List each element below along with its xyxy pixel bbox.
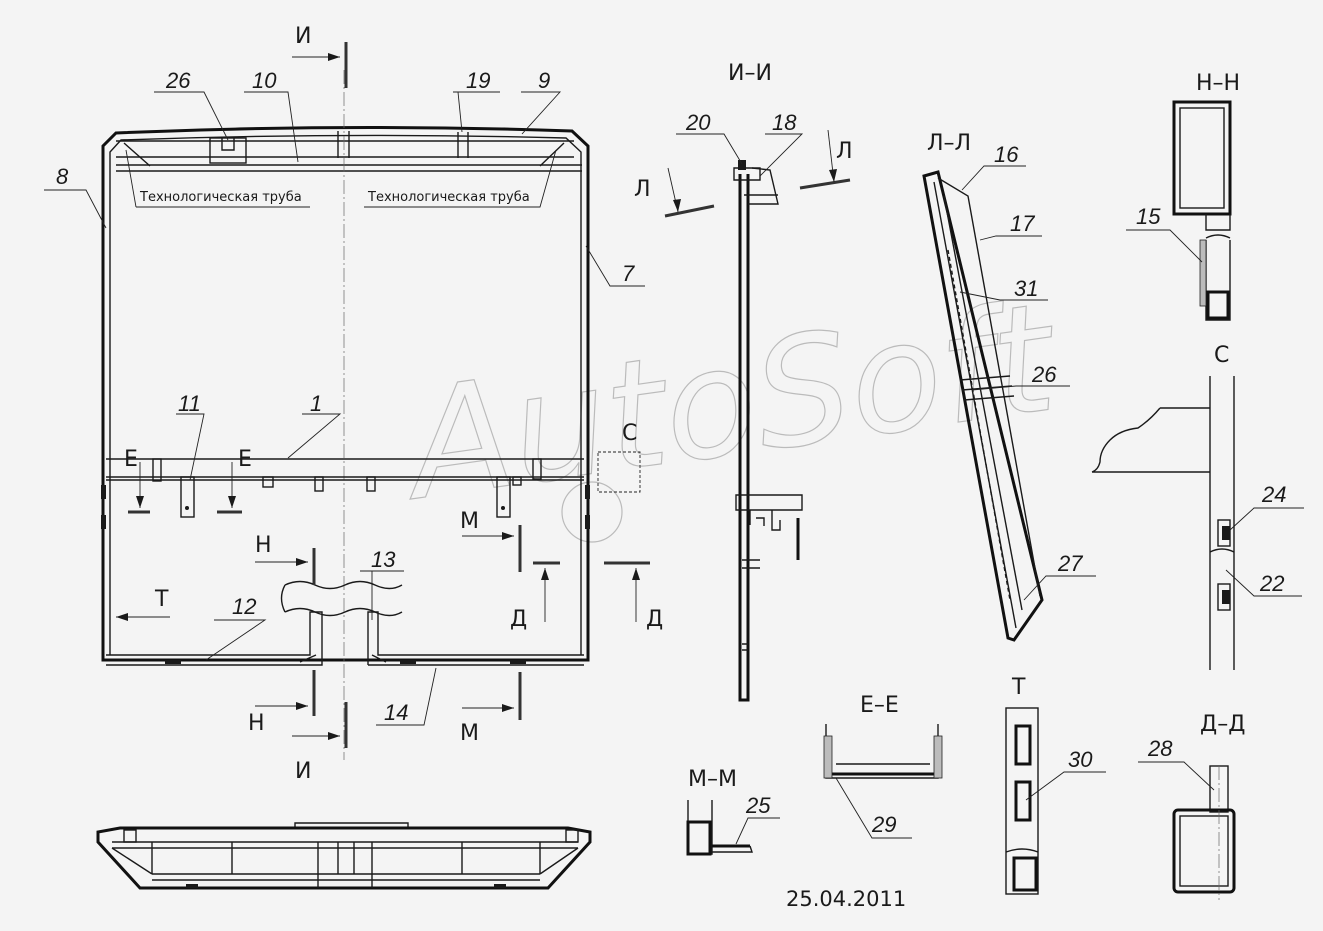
cut-L-left: Л bbox=[634, 177, 651, 202]
cut-N-bottom: Н bbox=[248, 711, 265, 736]
callout-20: 20 bbox=[685, 110, 711, 135]
cut-D-left: Д bbox=[510, 607, 527, 632]
cut-E-right: Е bbox=[238, 447, 252, 472]
section-L-L: Л–Л 16 17 31 26 27 bbox=[922, 131, 1096, 642]
detail-C-label: С bbox=[622, 421, 637, 446]
callout-22: 22 bbox=[1259, 571, 1284, 596]
cut-N-top: Н bbox=[255, 533, 272, 558]
section-D-D-title: Д–Д bbox=[1200, 712, 1245, 737]
cut-E-left: Е bbox=[124, 447, 138, 472]
callout-11: 11 bbox=[178, 391, 201, 416]
callout-13: 13 bbox=[371, 547, 396, 572]
section-I-I-title: И–И bbox=[728, 61, 772, 86]
cut-I-bottom: И bbox=[295, 759, 311, 784]
callout-26b: 26 bbox=[1031, 362, 1057, 387]
view-I bbox=[96, 822, 592, 890]
callout-30: 30 bbox=[1068, 747, 1093, 772]
cut-D-right: Д bbox=[646, 607, 663, 632]
section-M-M-title: М–М bbox=[688, 767, 737, 792]
callout-18: 18 bbox=[772, 110, 797, 135]
cut-M-bottom: М bbox=[460, 721, 479, 746]
callout-12: 12 bbox=[232, 594, 256, 619]
callout-8: 8 bbox=[56, 164, 69, 189]
callout-1: 1 bbox=[310, 391, 322, 416]
callout-10: 10 bbox=[252, 68, 277, 93]
section-N-N-title: Н–Н bbox=[1196, 71, 1240, 96]
cut-lines: И И Е Е Н Н М М Д Д Т С bbox=[116, 24, 663, 784]
callout-15: 15 bbox=[1136, 204, 1161, 229]
cut-M-top: М bbox=[460, 509, 479, 534]
callout-31: 31 bbox=[1014, 276, 1038, 301]
main-view: Технологическая труба Технологическая тр… bbox=[101, 70, 590, 760]
detail-C-title: С bbox=[1214, 343, 1229, 368]
drawing-date: 25.04.2011 bbox=[786, 887, 906, 911]
callout-24: 24 bbox=[1261, 482, 1286, 507]
section-E-E-title: Е–Е bbox=[860, 693, 899, 718]
cut-L-right: Л bbox=[836, 139, 853, 164]
section-N-N: Н–Н 15 bbox=[1126, 71, 1240, 321]
bracket-26 bbox=[209, 137, 247, 164]
section-E-E: Е–Е 29 bbox=[823, 693, 943, 839]
detail-C: С 24 22 bbox=[1091, 343, 1304, 670]
cut-I-top: И bbox=[295, 24, 311, 49]
callout-28: 28 bbox=[1147, 736, 1173, 761]
view-T-title: Т bbox=[1011, 675, 1026, 700]
callout-16: 16 bbox=[994, 142, 1019, 167]
view-T-arrow: Т bbox=[154, 587, 169, 612]
callout-19: 19 bbox=[466, 68, 490, 93]
watermark-text: AutoSoft bbox=[391, 271, 1069, 535]
main-callouts: 26 10 19 9 8 7 11 1 13 12 14 bbox=[44, 68, 645, 726]
callout-26: 26 bbox=[165, 68, 191, 93]
note-tube-right: Технологическая труба bbox=[367, 190, 530, 205]
callout-14: 14 bbox=[384, 700, 408, 725]
section-L-L-title: Л–Л bbox=[927, 131, 971, 156]
callout-7: 7 bbox=[622, 261, 635, 286]
callout-17: 17 bbox=[1010, 211, 1035, 236]
section-D-D: Д–Д 28 bbox=[1138, 712, 1245, 900]
note-tube-left: Технологическая труба bbox=[139, 190, 302, 205]
section-M-M: М–М 25 bbox=[686, 767, 780, 856]
callout-9: 9 bbox=[538, 68, 550, 93]
callout-25: 25 bbox=[745, 793, 771, 818]
outer-frame bbox=[101, 125, 590, 662]
section-I-I: И–И Л Л 20 18 bbox=[634, 61, 853, 702]
callout-29: 29 bbox=[871, 812, 896, 837]
view-T: Т 30 bbox=[1005, 675, 1106, 895]
callout-27: 27 bbox=[1057, 551, 1083, 576]
